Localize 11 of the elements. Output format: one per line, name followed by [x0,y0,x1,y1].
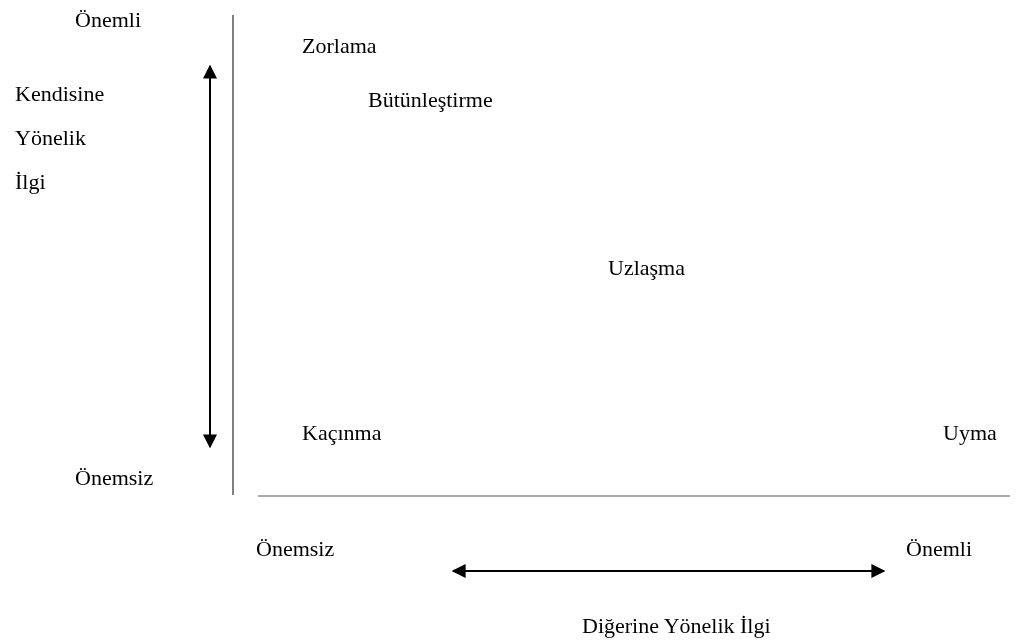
axis-label: Önemli [906,535,972,563]
quadrant-label: Kaçınma [302,419,382,447]
axis-label: Önemsiz [75,464,154,492]
quadrant-label: Bütünleştirme [368,86,493,114]
axis-title: Diğerine Yönelik İlgi [582,612,771,640]
quadrant-label: Uzlaşma [608,254,685,282]
axis-label: Önemsiz [256,535,335,563]
axis-label: Önemli [75,6,141,34]
axis-title: Kendisine Yönelik İlgi [15,80,106,196]
quadrant-label: Zorlama [302,32,377,60]
quadrant-label: Uyma [943,419,997,447]
